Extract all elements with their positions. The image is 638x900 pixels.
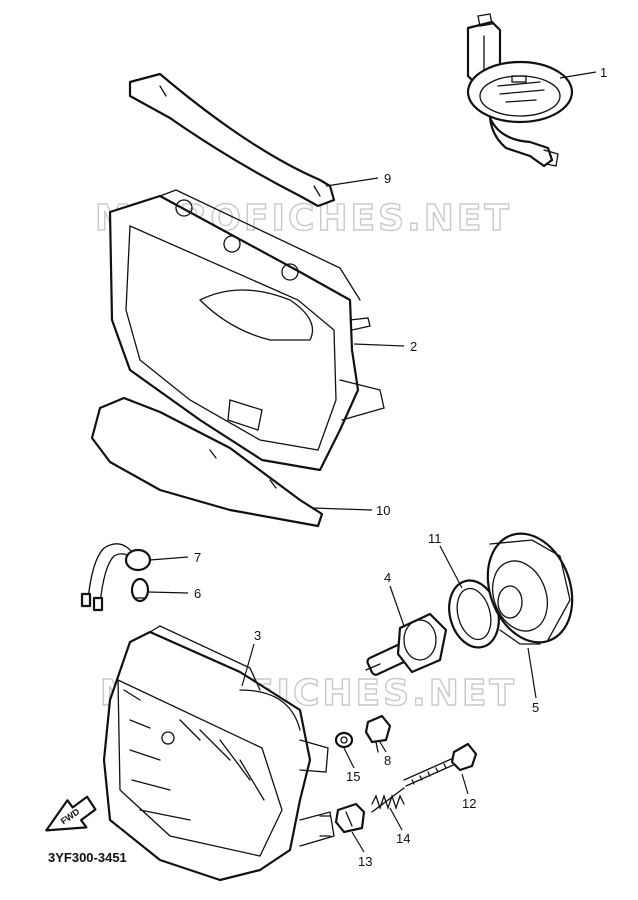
callout-2: 2 <box>410 339 417 354</box>
part-8-adjuster-nut <box>364 714 392 753</box>
part-5-rubber-cover <box>486 532 574 645</box>
callout-10: 10 <box>376 503 390 518</box>
callout-11: 11 <box>428 531 442 546</box>
part-10-lower-cover <box>90 396 324 528</box>
callout-13: 13 <box>358 854 372 869</box>
callout-15: 15 <box>346 769 360 784</box>
callout-5: 5 <box>532 700 539 715</box>
part-4-halogen-bulb <box>365 612 448 676</box>
part-3-headlight-unit <box>102 625 335 882</box>
callout-8: 8 <box>384 753 391 768</box>
part-11-retainer-ring <box>448 579 500 649</box>
part-14-spring <box>371 787 405 813</box>
part-6-position-bulb <box>130 577 150 603</box>
callout-6: 6 <box>194 586 201 601</box>
part-13-socket <box>334 802 366 834</box>
part-7-socket-harness <box>80 543 152 612</box>
callout-14: 14 <box>396 831 410 846</box>
callout-3: 3 <box>254 628 261 643</box>
callout-9: 9 <box>384 171 391 186</box>
part-15-washer <box>334 731 354 749</box>
callout-12: 12 <box>462 796 476 811</box>
part-2-headlight-case <box>108 189 385 472</box>
part-12-adjusting-screw <box>403 742 478 787</box>
leader-lines <box>147 71 597 853</box>
callout-7: 7 <box>194 550 201 565</box>
part-1-switch-unit <box>466 13 574 168</box>
part-9-upper-cover <box>128 72 336 208</box>
diagram-code: 3YF300-3451 <box>48 850 127 865</box>
callout-1: 1 <box>600 65 607 80</box>
fwd-arrow-icon: FWD <box>45 795 97 832</box>
callout-4: 4 <box>384 570 391 585</box>
